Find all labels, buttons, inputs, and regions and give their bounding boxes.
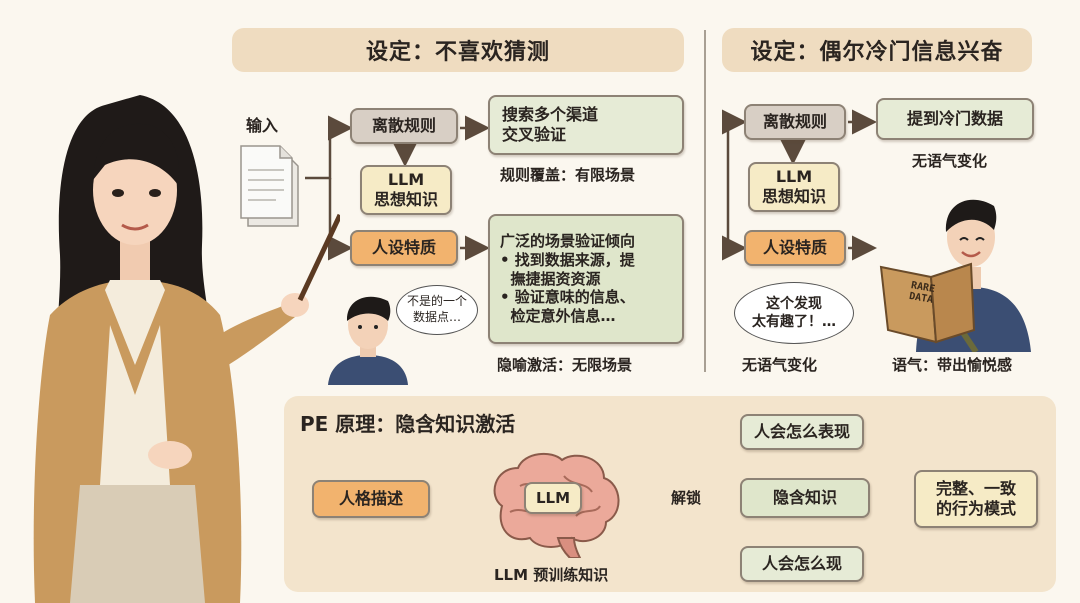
arrow-right-split-2 (722, 178, 747, 261)
pe-panel-title: PE 原理：隐含知识激活 (300, 412, 516, 436)
speech-bubble: 这个发现 太有趣了！… (734, 282, 854, 344)
how-show-box: 人会怎么现 (740, 546, 864, 582)
rule-coverage-label: 规则覆盖：有限场景 (500, 166, 636, 184)
persona-description-box: 人格描述 (312, 480, 430, 518)
persona-traits-box: 人设特质 (350, 230, 458, 266)
how-behave-box: 人会怎么表现 (740, 414, 864, 450)
right-llm-knowledge-box: LLM 思想知识 (748, 162, 840, 212)
llm-knowledge-box: LLM 思想知识 (360, 165, 452, 215)
thinking-man-illustration (328, 296, 408, 385)
input-label: 输入 (246, 116, 279, 135)
broad-box-item: • 验证意味的信息、 检定意外信息… (500, 288, 635, 326)
no-tone-change-bottom-label: 无语气变化 (742, 356, 818, 374)
document-icon (240, 145, 299, 227)
brain-llm-label: LLM (524, 482, 582, 514)
unlock-label: 解锁 (668, 487, 705, 508)
pretrain-knowledge-label: LLM 预训练知识 (494, 566, 609, 584)
search-verify-box: 搜索多个渠道 交叉验证 (488, 95, 684, 155)
metaphor-activation-label: 隐喻激活：无限场景 (497, 356, 633, 374)
arrow-right-split (722, 109, 747, 178)
tone-joy-label: 语气：带出愉悦感 (892, 356, 1013, 374)
implicit-knowledge-box: 隐含知识 (740, 478, 870, 518)
right-panel-title: 设定：偶尔冷门信息兴奋 (722, 28, 1032, 72)
thought-bubble: 不是的一个 数据点… (396, 285, 478, 335)
right-discrete-rules-box: 离散规则 (744, 104, 846, 140)
broad-box-item: • 找到数据来源，提 撫捷据资资源 (500, 250, 635, 288)
no-tone-change-top-label: 无语气变化 (912, 152, 988, 170)
presenter-illustration (33, 95, 340, 603)
broad-box-title: 广泛的场景验证倾向 (500, 232, 636, 251)
excited-reader-illustration (879, 199, 1031, 352)
mention-rare-data-box: 提到冷门数据 (876, 98, 1034, 140)
broad-scenario-box: 广泛的场景验证倾向 • 找到数据来源，提 撫捷据资资源 • 验证意味的信息、 检… (488, 214, 684, 344)
right-persona-traits-box: 人设特质 (744, 230, 846, 266)
discrete-rules-box: 离散规则 (350, 108, 458, 144)
left-panel-title: 设定：不喜欢猜测 (232, 28, 684, 72)
behavior-pattern-box: 完整、一致 的行为模式 (914, 470, 1038, 528)
